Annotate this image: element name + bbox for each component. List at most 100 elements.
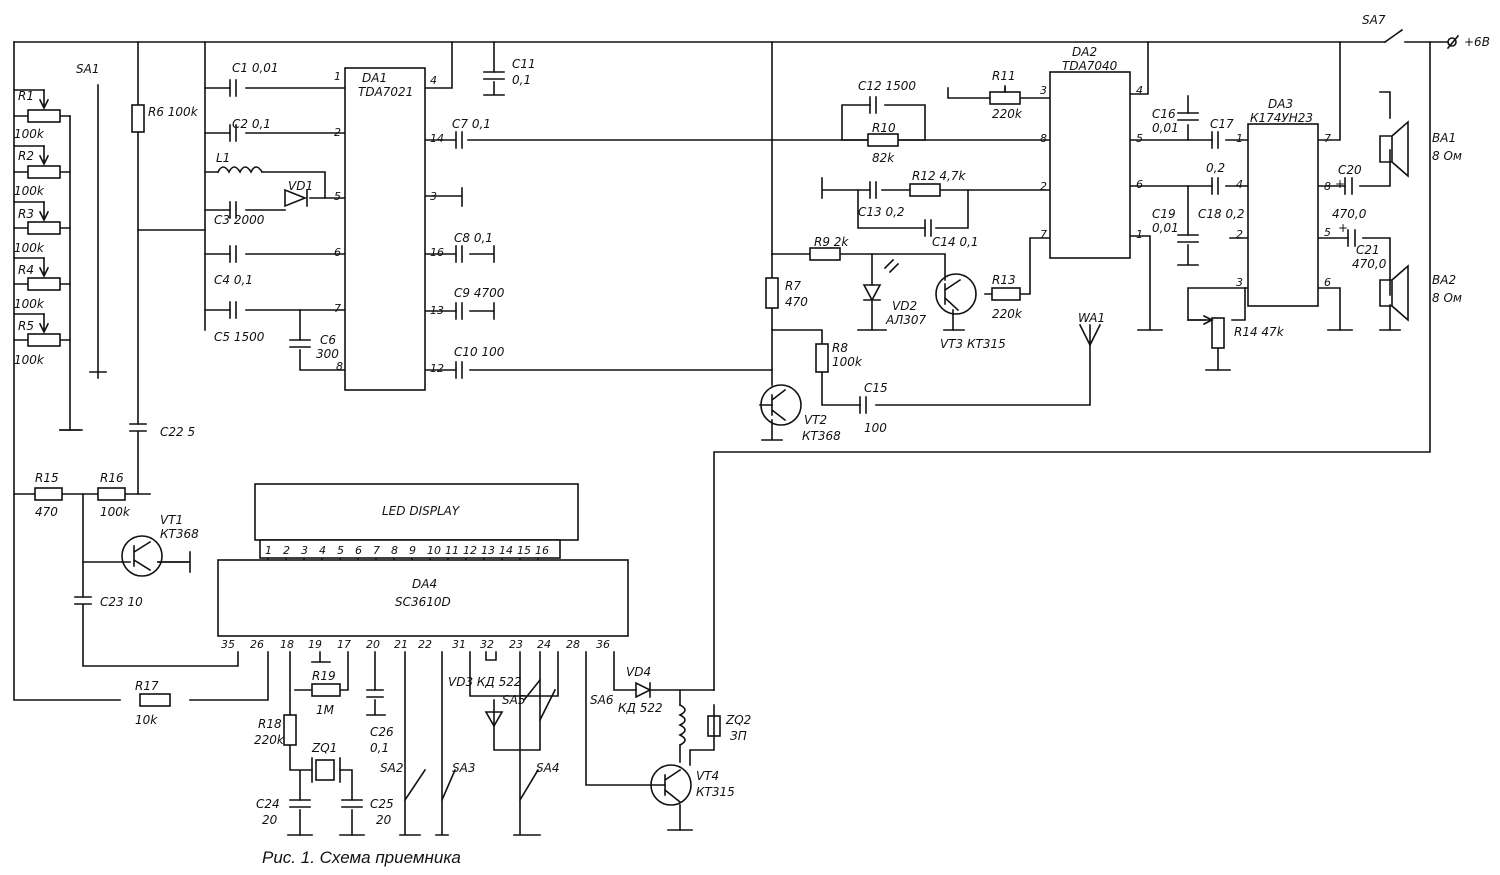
c25-label: C25 [370,797,394,811]
sa7-label: SA7 [1362,13,1386,27]
ba2-label: BA2 [1432,273,1456,287]
sa2-label: SA2 [380,761,403,775]
wa1-label: WA1 [1078,311,1105,325]
c9-label: C9 4700 [454,286,505,300]
r7-value: 470 [785,295,808,309]
da1-pin: 3 [430,190,437,203]
c21-plus: + [1338,221,1348,235]
power-label: +6В [1464,35,1490,49]
c24-value: 20 [262,813,278,827]
vd2-value: АЛ307 [885,313,927,327]
da3-pin: 1 [1236,132,1243,145]
r10-value: 82k [872,151,895,165]
da3-pin: 3 [1236,276,1243,289]
r19-label: R19 [312,669,336,683]
sa1-label: SA1 [76,62,99,76]
da1-ref: DA1 [362,71,387,85]
r5-value: 100k [14,353,45,367]
da4-pin: 32 [480,638,494,651]
lcd-pin: 9 [409,544,416,557]
da1-pin: 6 [334,246,341,259]
da3-pin: 4 [1236,178,1243,191]
c11-label: C11 [512,57,536,71]
r2-value: 100k [14,184,45,198]
c23-label: C23 10 [100,595,143,609]
lcd-pin: 14 [499,544,513,557]
da2-pin: 6 [1136,178,1143,191]
vt2-label: VT2 [804,413,827,427]
r19-value: 1M [316,703,335,717]
da2-pin: 3 [1040,84,1047,97]
da1-pin: 14 [430,132,444,145]
vt1-label: VT1 [160,513,183,527]
r3-value: 100k [14,241,45,255]
sa3-label: SA3 [452,761,475,775]
da4-pin: 24 [537,638,551,651]
da4-ref: DA4 [412,577,437,591]
lcd-pin: 7 [373,544,380,557]
c21-label: C21 [1356,243,1380,257]
c16-value: 0,01 [1152,121,1179,135]
da4-part: SC3610D [395,595,451,609]
da4-pin: 21 [394,638,408,651]
r11-label: R11 [992,69,1016,83]
da4-pin: 23 [509,638,523,651]
da2-ref: DA2 [1072,45,1097,59]
r8-label: R8 [832,341,848,355]
da4-pin: 19 [308,638,322,651]
vt4-value: КТ315 [696,785,735,799]
da1-pin: 13 [430,304,444,317]
r15-label: R15 [35,471,59,485]
da1-pin: 5 [334,190,341,203]
ba1-label: BA1 [1432,131,1456,145]
lcd-label: LED DISPLAY [382,504,461,518]
r13-value: 220k [992,307,1023,321]
c7-label: C7 0,1 [452,117,491,131]
da2-pin: 7 [1040,228,1047,241]
pot-arrows [13,85,1214,334]
ic-da1: DA1 TDA7021 [344,67,426,391]
vd4-label: VD4 [626,665,651,679]
c16-label: C16 [1152,107,1176,121]
c8-label: C8 0,1 [454,231,493,245]
r6-label: R6 100k [148,105,199,119]
l1-label: L1 [216,151,230,165]
c19-value: 0,01 [1152,221,1179,235]
da2-pin: 8 [1040,132,1047,145]
lcd-pin: 13 [481,544,495,557]
da4-pin: 36 [596,638,610,651]
r16-label: R16 [100,471,124,485]
zq2-value: ЗП [730,729,747,743]
lcd-pin: 3 [301,544,308,557]
da3-pin: 6 [1324,276,1331,289]
c20-plus: + [1335,177,1345,191]
da3-pin: 2 [1236,228,1243,241]
resistors [27,91,1225,746]
da3-part: К174УН23 [1250,111,1313,125]
ic-da3: DA3 К174УН23 [1247,97,1319,307]
ic-da4: DA4 SC3610D [217,559,629,637]
ic-da2: DA2 TDA7040 [1049,45,1131,259]
c15-value: 100 [864,421,887,435]
zq2-label: ZQ2 [725,713,751,727]
capacitors [74,71,1356,808]
da1-pin: 8 [336,360,343,373]
da3-pin: 8 [1324,180,1331,193]
r3-label: R3 [18,207,34,221]
da1-pin: 1 [334,70,341,83]
r5-label: R5 [18,319,34,333]
da1-pin: 2 [334,126,341,139]
vt4-label: VT4 [696,769,719,783]
sa6-label: SA6 [590,693,614,707]
c1-label: C1 0,01 [232,61,279,75]
c17-value: 0,2 [1206,161,1225,175]
lcd-pin: 10 [427,544,441,557]
da4-pin: 26 [250,638,264,651]
lcd-pin: 8 [391,544,398,557]
r13-label: R13 [992,273,1016,287]
c26-value: 0,1 [370,741,389,755]
da1-pin: 7 [334,302,341,315]
c22-label: C22 5 [160,425,195,439]
r11-value: 220k [992,107,1023,121]
lcd-pin: 2 [283,544,290,557]
